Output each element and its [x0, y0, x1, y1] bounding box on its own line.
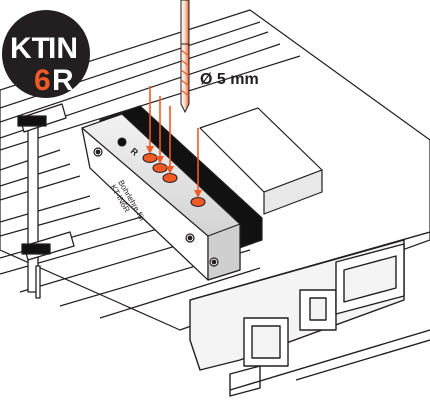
- logo-6: 6: [34, 64, 51, 97]
- logo-in: IN: [48, 32, 78, 65]
- drill-hole-1: [142, 152, 158, 164]
- drilling-jig: [81, 105, 263, 281]
- profile-cross-section: [189, 231, 430, 397]
- logo-r: R: [52, 64, 74, 97]
- drill-arrows: [146, 86, 202, 198]
- jig-mark-r: R: [129, 146, 141, 158]
- kt-in6r-logo: KT IN 6 R: [2, 10, 90, 98]
- drill-hole-4: [190, 196, 206, 208]
- drill-bit-icon: [180, 0, 190, 114]
- logo-circle: [2, 10, 90, 98]
- drill-hole-3: [162, 172, 178, 184]
- drill-hole-2: [152, 162, 168, 174]
- logo-kt: KT: [10, 32, 50, 65]
- drill-size-label: Ø 5 mm: [200, 71, 259, 88]
- clamp-icon: [17, 103, 75, 299]
- inner-panel: [199, 107, 323, 215]
